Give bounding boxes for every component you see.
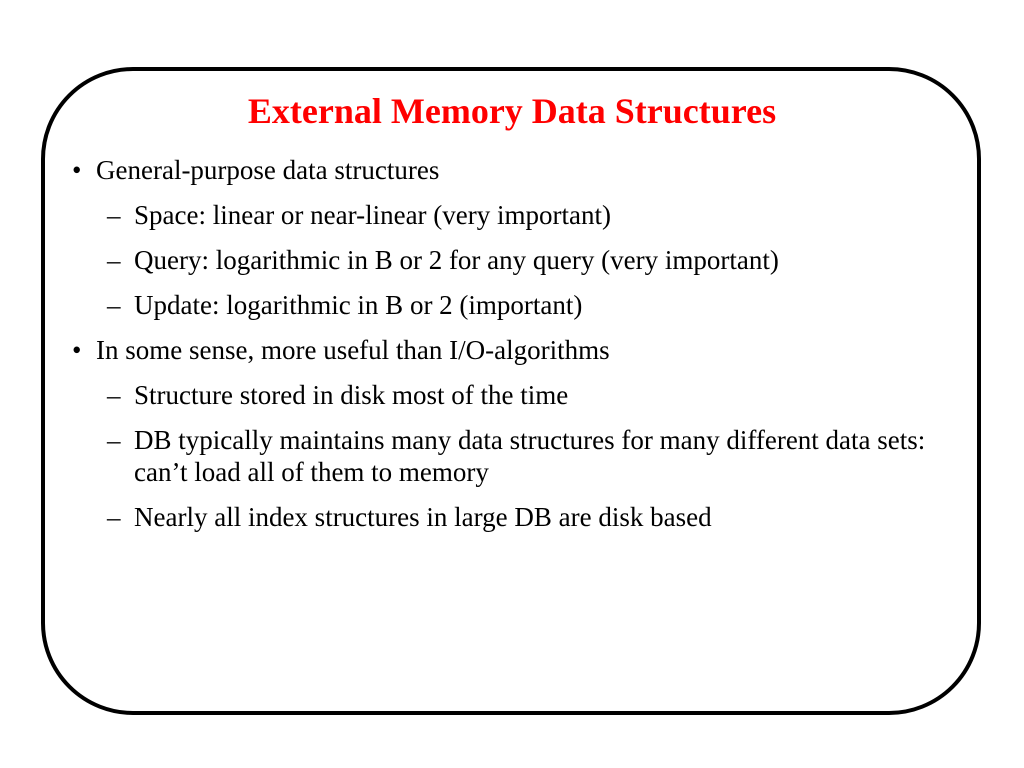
- sub-bullet-item: – Nearly all index structures in large D…: [72, 501, 952, 533]
- sub-bullet-text: Update: logarithmic in B or 2 (important…: [134, 290, 583, 320]
- sub-bullet-text: Nearly all index structures in large DB …: [134, 502, 712, 532]
- bullet-item: • General-purpose data structures: [72, 154, 952, 186]
- sub-bullet-item: – Update: logarithmic in B or 2 (importa…: [72, 289, 952, 321]
- dash-marker: –: [107, 200, 121, 230]
- dash-marker: –: [107, 502, 121, 532]
- bullet-text: General-purpose data structures: [96, 155, 440, 185]
- dash-marker: –: [107, 425, 121, 455]
- sub-bullet-text: Query: logarithmic in B or 2 for any que…: [134, 245, 779, 275]
- bullet-marker: •: [72, 335, 82, 365]
- bullet-marker: •: [72, 155, 82, 185]
- sub-bullet-item: – Structure stored in disk most of the t…: [72, 379, 952, 411]
- bullet-text: In some sense, more useful than I/O-algo…: [96, 335, 610, 365]
- sub-bullet-text: Structure stored in disk most of the tim…: [134, 380, 569, 410]
- slide-title: External Memory Data Structures: [247, 91, 777, 131]
- sub-bullet-item: – Space: linear or near-linear (very imp…: [72, 199, 952, 231]
- bullet-list: • General-purpose data structures – Spac…: [72, 154, 952, 546]
- dash-marker: –: [107, 245, 121, 275]
- dash-marker: –: [107, 380, 121, 410]
- sub-bullet-text: DB typically maintains many data structu…: [134, 425, 926, 487]
- sub-bullet-text: Space: linear or near-linear (very impor…: [134, 200, 611, 230]
- slide-frame: [41, 67, 981, 715]
- dash-marker: –: [107, 290, 121, 320]
- bullet-item: • In some sense, more useful than I/O-al…: [72, 334, 952, 366]
- sub-bullet-item: – Query: logarithmic in B or 2 for any q…: [72, 244, 952, 276]
- sub-bullet-item: – DB typically maintains many data struc…: [72, 424, 952, 488]
